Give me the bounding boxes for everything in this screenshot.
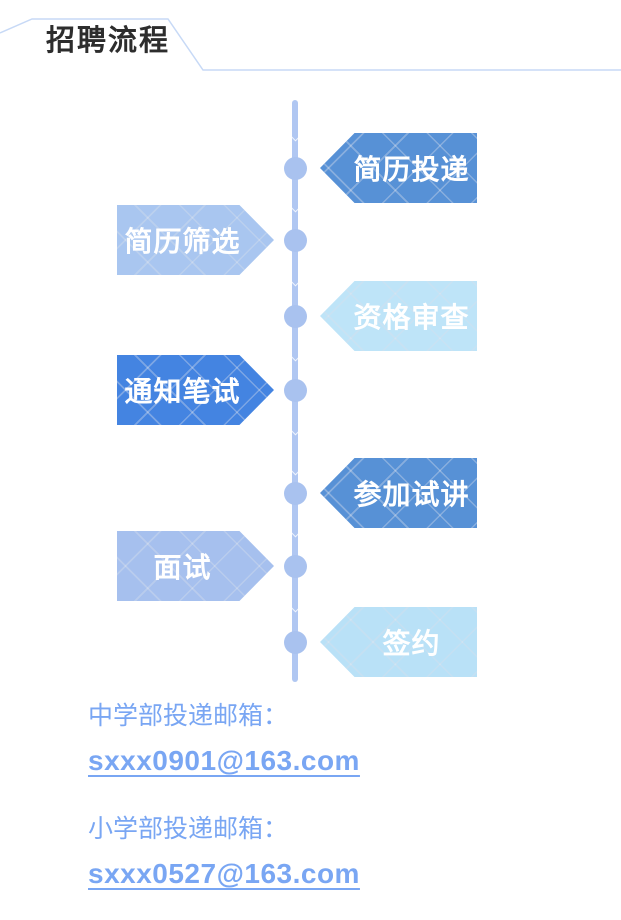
page-title: 招聘流程 bbox=[46, 25, 171, 57]
step-arrow: 资格审查 bbox=[320, 281, 477, 351]
timeline-dot bbox=[283, 228, 307, 252]
step-arrow: 简历筛选 bbox=[117, 205, 274, 275]
step-label: 简历投递 bbox=[353, 154, 470, 185]
timeline-dot bbox=[283, 304, 307, 328]
step-arrow: 参加试讲 bbox=[320, 458, 477, 528]
step-arrow: 简历投递 bbox=[320, 133, 477, 203]
timeline-dot bbox=[283, 481, 307, 505]
timeline-dot bbox=[283, 378, 307, 402]
contact-block: 中学部投递邮箱： sxxx0901@163.com bbox=[88, 700, 360, 777]
contact-email-link[interactable]: sxxx0527@163.com bbox=[88, 858, 360, 889]
step-label: 简历筛选 bbox=[124, 226, 241, 257]
step-arrow: 通知笔试 bbox=[117, 355, 274, 425]
timeline-dot bbox=[283, 156, 307, 180]
timeline-dot bbox=[283, 554, 307, 578]
step-arrow: 签约 bbox=[320, 607, 477, 677]
step-label: 参加试讲 bbox=[353, 479, 470, 510]
step-label: 面试 bbox=[153, 552, 212, 583]
contact-label: 小学部投递邮箱： bbox=[88, 815, 289, 843]
step-label: 签约 bbox=[382, 628, 441, 659]
contact-block: 小学部投递邮箱： sxxx0527@163.com bbox=[88, 813, 360, 890]
contact-label: 中学部投递邮箱： bbox=[88, 702, 289, 730]
step-arrow: 面试 bbox=[117, 531, 274, 601]
timeline-dot bbox=[283, 630, 307, 654]
step-label: 资格审查 bbox=[353, 302, 470, 333]
contact-email-link[interactable]: sxxx0901@163.com bbox=[88, 745, 360, 776]
step-label: 通知笔试 bbox=[124, 376, 241, 407]
